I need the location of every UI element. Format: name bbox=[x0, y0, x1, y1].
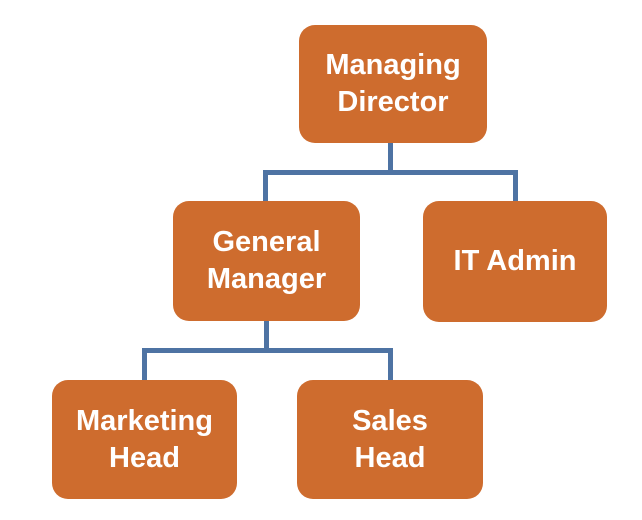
node-label-line: Director bbox=[337, 86, 449, 118]
node-label-line: IT Admin bbox=[453, 245, 577, 277]
node-label-line: Sales bbox=[352, 404, 428, 437]
connector-to-it-admin bbox=[513, 170, 518, 201]
org-node-it-admin: IT Admin bbox=[423, 201, 607, 322]
connector-to-marketing-head bbox=[142, 348, 147, 380]
org-node-marketing-head: Marketing Head bbox=[52, 380, 237, 499]
connector-gm-stem bbox=[264, 321, 269, 351]
node-label-line: Marketing bbox=[76, 404, 213, 437]
org-node-managing-director: Managing Director bbox=[299, 25, 487, 143]
connector-md-stem bbox=[388, 143, 393, 173]
node-label-line: General bbox=[212, 226, 321, 258]
node-label-line: Managing bbox=[325, 49, 461, 81]
org-node-general-manager: General Manager bbox=[173, 201, 360, 321]
connector-gm-crossbar bbox=[142, 348, 393, 353]
connector-to-sales-head bbox=[388, 348, 393, 380]
connector-to-general-manager bbox=[263, 170, 268, 201]
connector-md-crossbar bbox=[263, 170, 518, 175]
node-label-line: Head bbox=[109, 441, 180, 474]
org-node-sales-head: Sales Head bbox=[297, 380, 483, 499]
node-label-line: Head bbox=[354, 441, 426, 474]
node-label-line: Manager bbox=[206, 263, 327, 295]
